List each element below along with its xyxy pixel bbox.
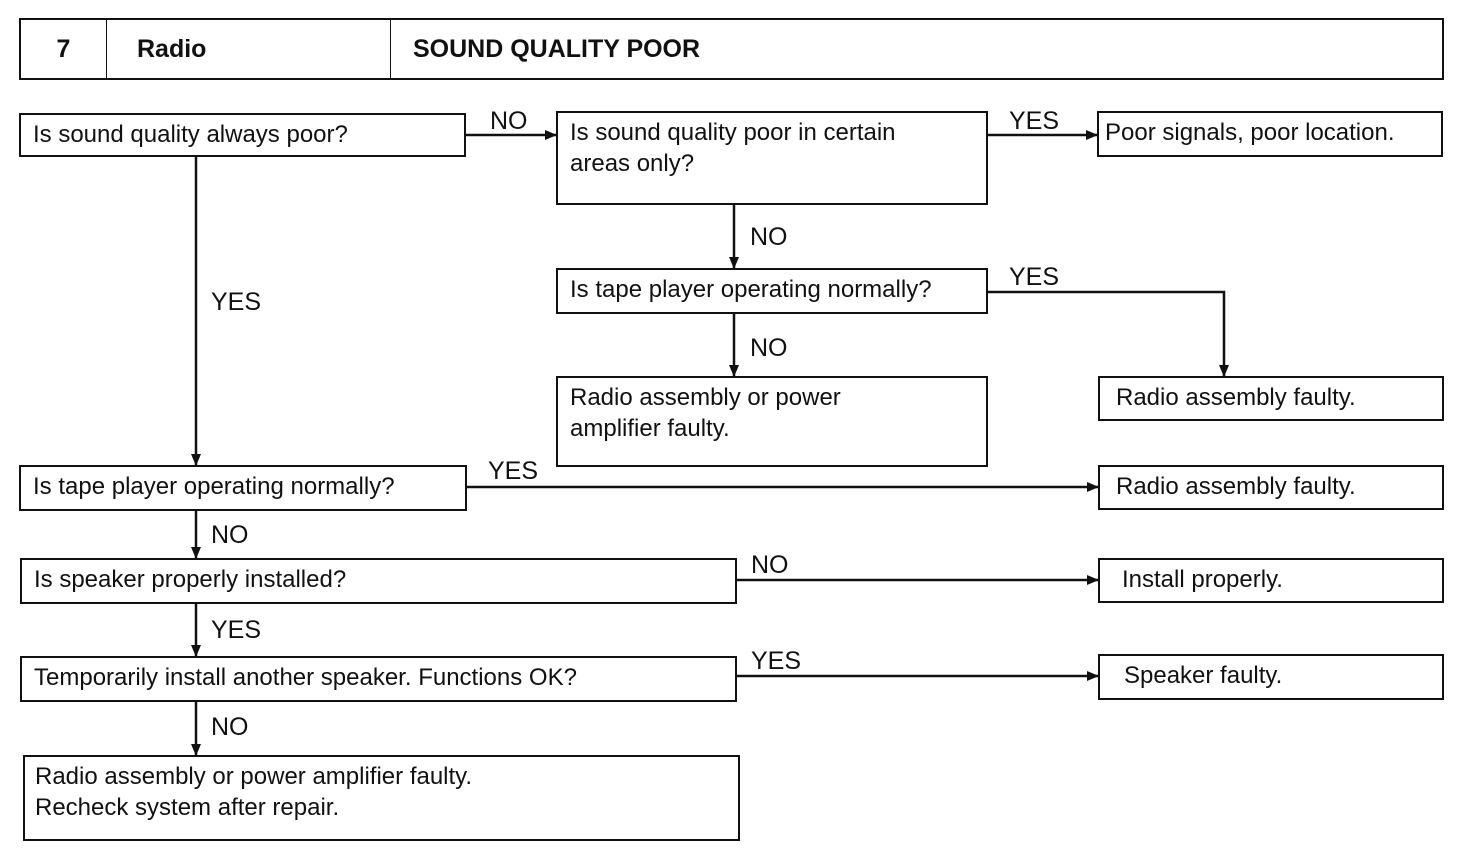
label-areas-yes: YES	[1009, 107, 1060, 135]
result-radio-amp-recheck: Radio assembly or power amplifier faulty…	[23, 755, 740, 841]
label-speaker-no: NO	[751, 551, 789, 579]
title-bar: 7 Radio SOUND QUALITY POOR	[19, 18, 1444, 80]
result-poor-signals: Poor signals, poor location.	[1097, 111, 1443, 157]
label-temp-no: NO	[211, 713, 249, 741]
result-radio-faulty-lower: Radio assembly faulty.	[1098, 465, 1444, 510]
question-certain-areas: Is sound quality poor in certain areas o…	[556, 111, 988, 205]
question-tape-player-lower: Is tape player operating normally?	[19, 465, 467, 511]
label-always-yes: YES	[211, 288, 262, 316]
system-name: Radio	[107, 20, 391, 78]
result-install-properly: Install properly.	[1098, 558, 1444, 603]
question-temporary-speaker: Temporarily install another speaker. Fun…	[20, 656, 737, 702]
label-speaker-yes: YES	[211, 616, 262, 644]
label-areas-no: NO	[750, 223, 788, 251]
result-speaker-faulty: Speaker faulty.	[1098, 654, 1444, 700]
label-tape-lower-no: NO	[211, 521, 249, 549]
question-speaker-installed: Is speaker properly installed?	[20, 558, 737, 604]
result-radio-faulty-upper: Radio assembly faulty.	[1098, 376, 1444, 421]
symptom-title: SOUND QUALITY POOR	[413, 34, 701, 63]
label-always-no: NO	[490, 107, 528, 135]
label-tape-lower-yes: YES	[488, 457, 539, 485]
question-always-poor: Is sound quality always poor?	[19, 113, 466, 157]
label-temp-yes: YES	[751, 647, 802, 675]
label-tape-upper-yes: YES	[1009, 263, 1060, 291]
section-number: 7	[21, 20, 107, 78]
label-tape-upper-no: NO	[750, 334, 788, 362]
connector-tape-upper-yes	[988, 290, 1229, 377]
result-radio-amp-faulty-upper: Radio assembly or power amplifier faulty…	[556, 376, 988, 467]
question-tape-player-upper: Is tape player operating normally?	[556, 268, 988, 314]
